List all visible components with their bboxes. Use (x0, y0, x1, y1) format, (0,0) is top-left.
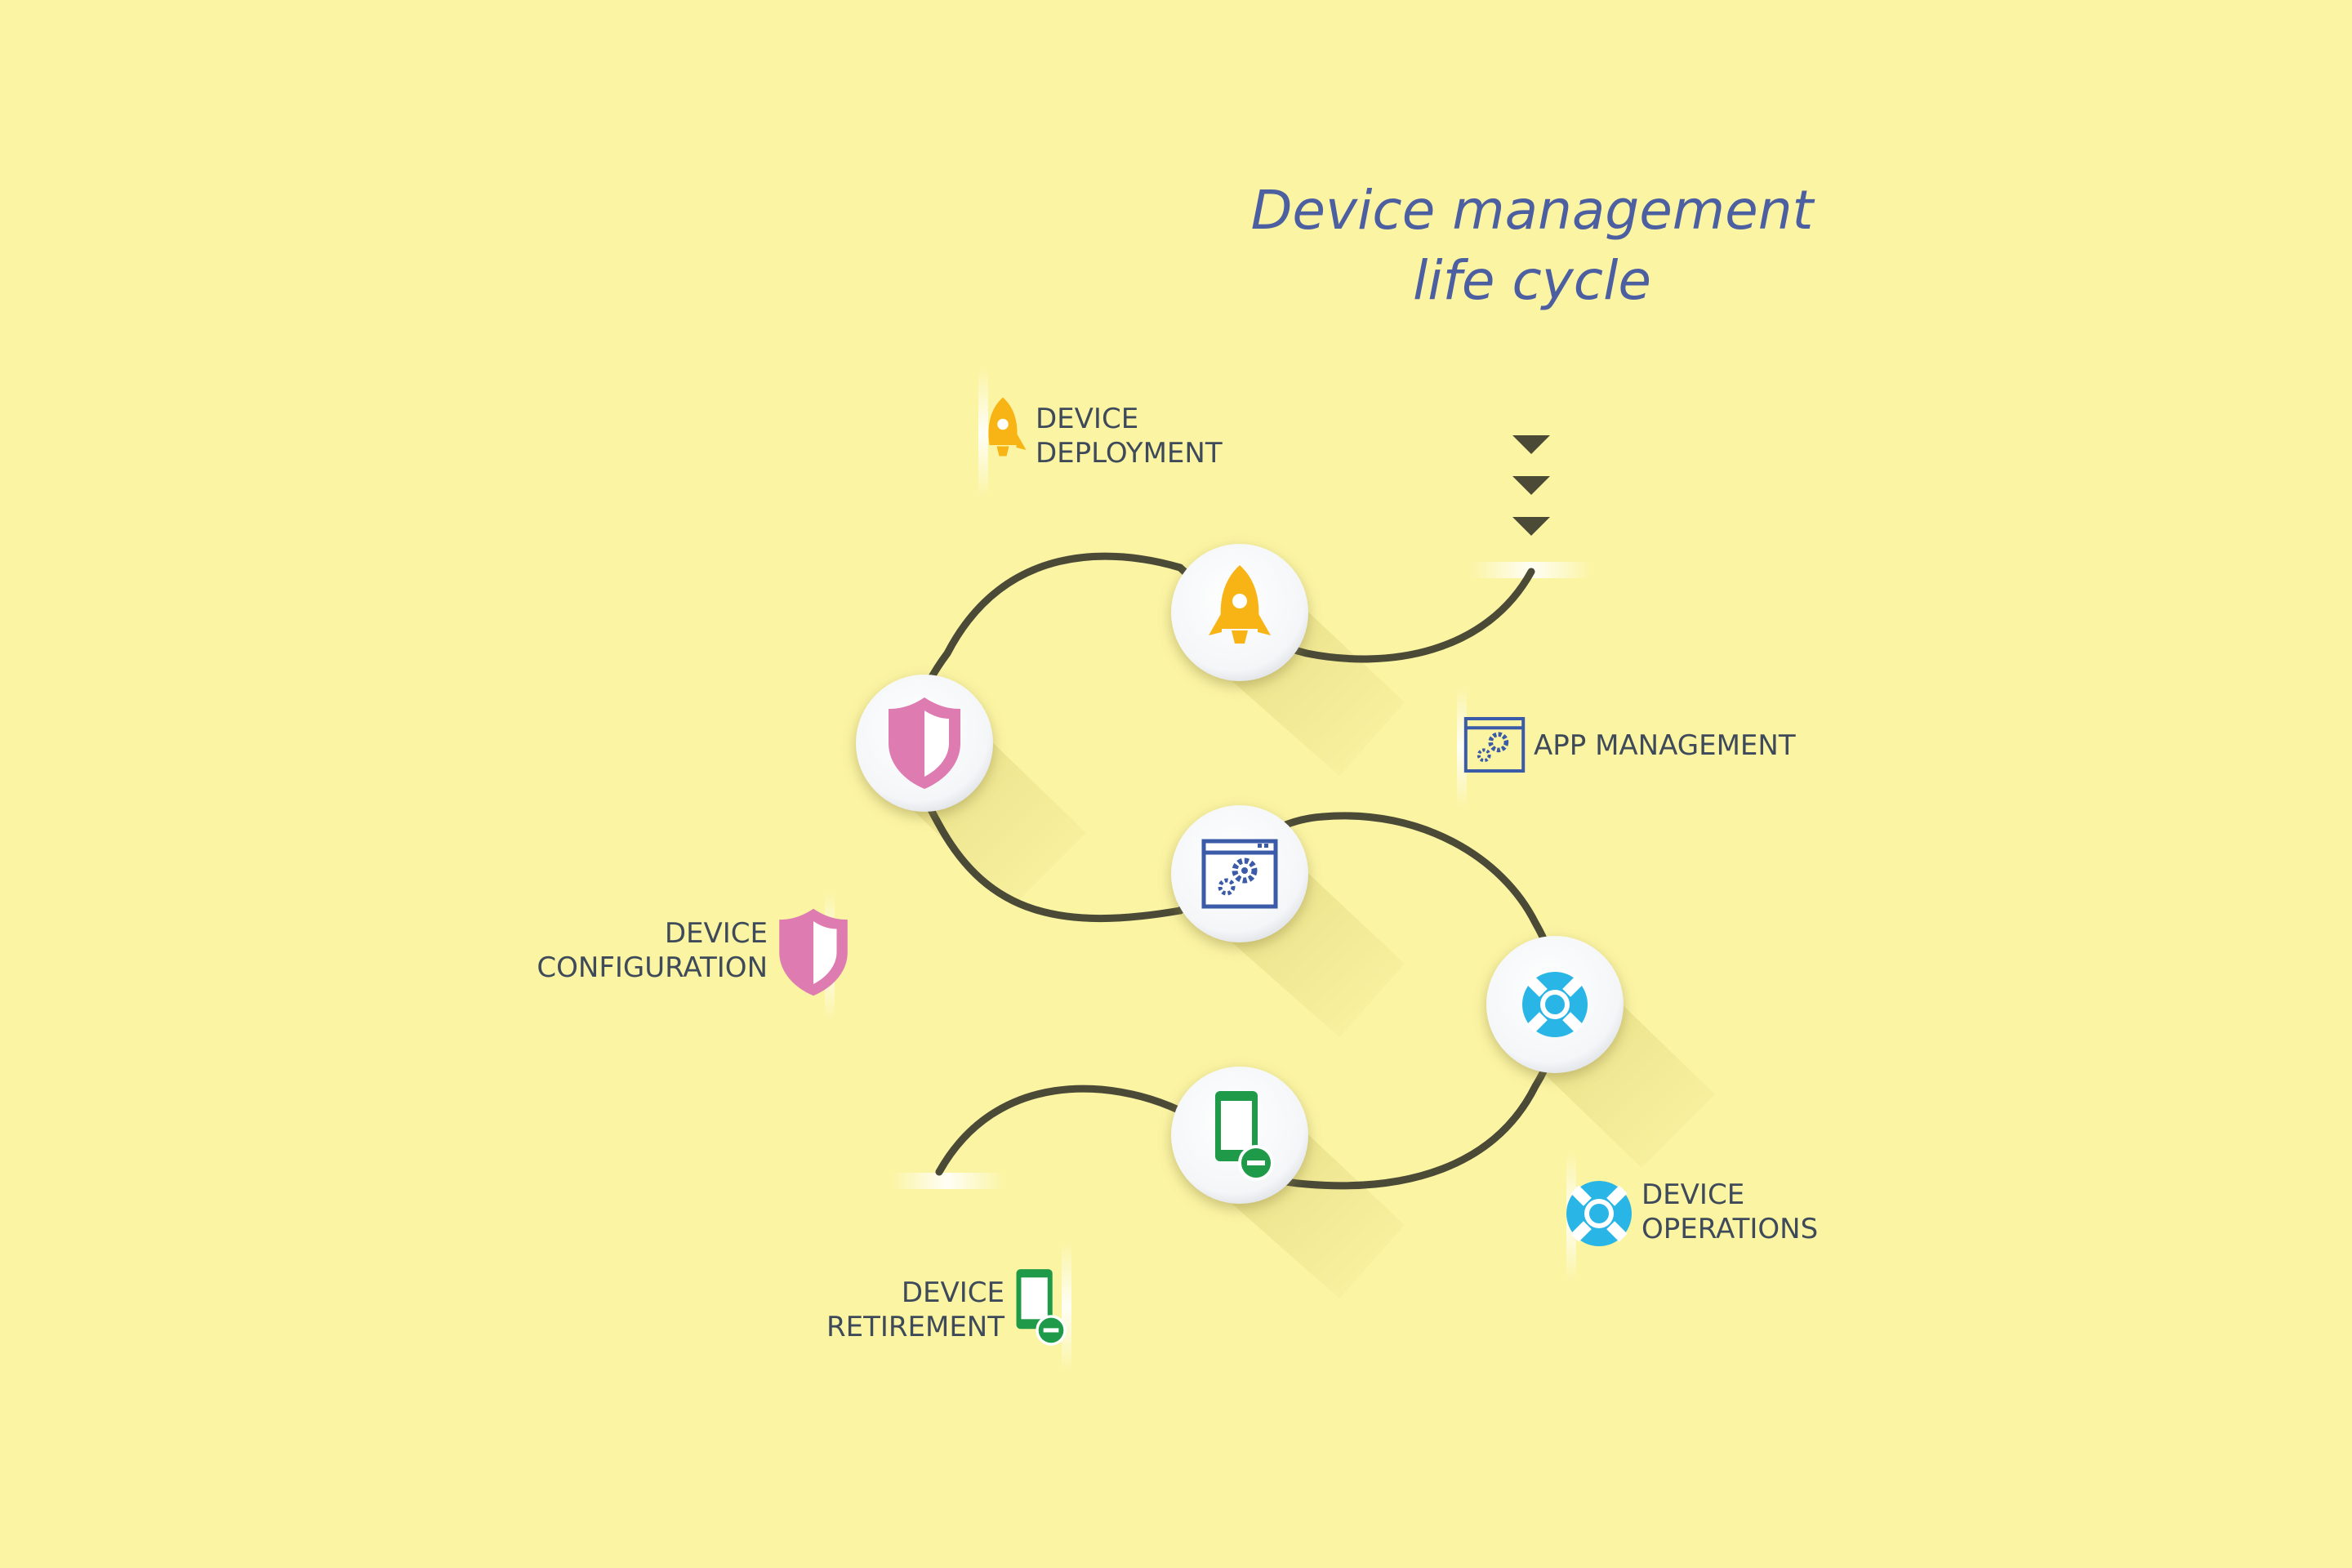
title-line-2: life cycle (1413, 249, 1651, 312)
entry-arrows (1512, 435, 1550, 536)
label-retirement: DEVICE RETIREMENT (826, 1241, 1071, 1372)
app-settings-icon (1201, 839, 1278, 909)
phone-remove-icon (1016, 1269, 1067, 1346)
label-configuration-line-2: CONFIGURATION (537, 951, 768, 984)
label-app-management-text: APP MANAGEMENT (1534, 729, 1796, 762)
rocket-icon (1209, 565, 1271, 644)
label-operations-line-1: DEVICE (1642, 1178, 1744, 1211)
lifebuoy-icon (1566, 1181, 1632, 1246)
label-deployment-line-2: DEPLOYMENT (1036, 437, 1223, 470)
shield-icon (889, 697, 960, 789)
label-retirement-line-1: DEVICE (902, 1276, 1004, 1309)
label-app-management: APP MANAGEMENT (1457, 686, 1796, 808)
shield-icon (779, 908, 848, 996)
label-deployment-line-1: DEVICE (1036, 403, 1138, 435)
node-operations (1486, 936, 1624, 1073)
label-retirement-line-2: RETIREMENT (826, 1311, 1004, 1343)
title-line-1: Device management (1251, 179, 1815, 242)
label-operations: DEVICE OPERATIONS (1566, 1152, 1818, 1282)
diagram-title: Device management life cycle (1251, 179, 1815, 312)
rocket-icon (988, 397, 1027, 457)
label-configuration: DEVICE CONFIGURATION (537, 890, 848, 1021)
lifebuoy-icon (1522, 972, 1588, 1037)
app-settings-icon (1463, 716, 1526, 773)
node-app-management (1171, 805, 1308, 942)
exit-strip (890, 1173, 1004, 1189)
phone-remove-icon (1215, 1091, 1274, 1181)
node-deployment (1171, 544, 1308, 681)
label-configuration-line-1: DEVICE (665, 917, 768, 950)
node-configuration (856, 675, 993, 812)
label-deployment: DEVICE DEPLOYMENT (978, 368, 1223, 498)
label-operations-line-2: OPERATIONS (1642, 1213, 1818, 1245)
node-retirement (1171, 1067, 1308, 1204)
